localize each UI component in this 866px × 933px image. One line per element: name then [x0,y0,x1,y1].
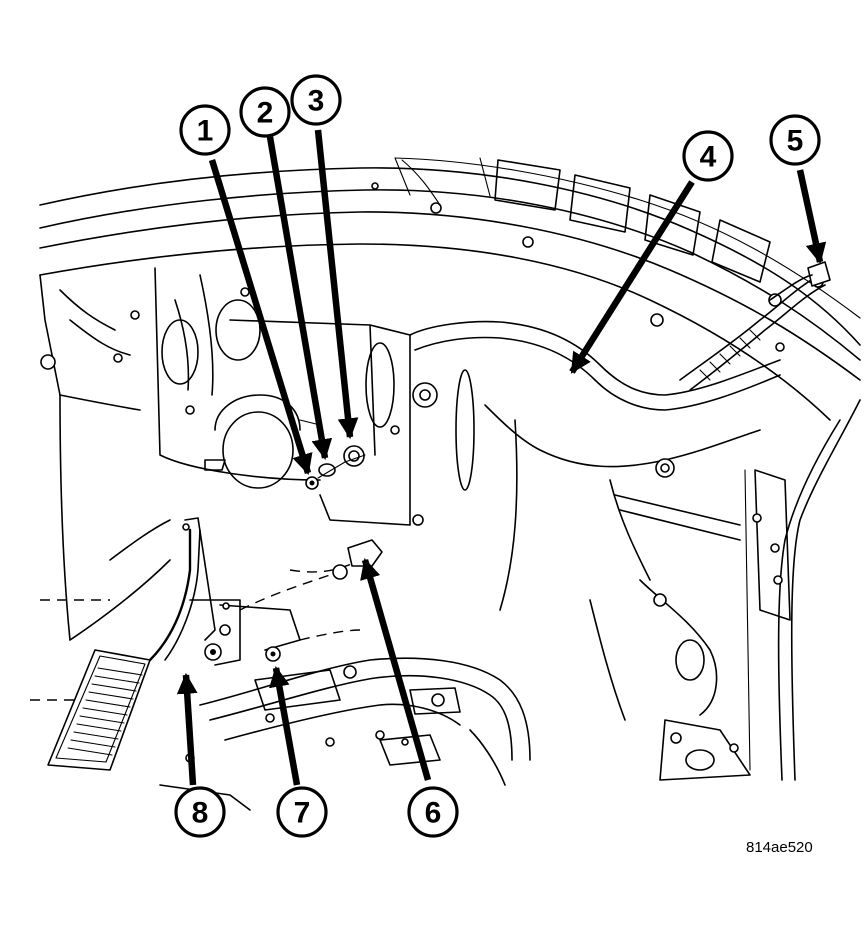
leader-arrow-1 [208,159,313,475]
center-mount-plate [229,319,475,526]
leader-arrow-7 [269,665,301,786]
callout-4: 4 [682,130,734,182]
callout-8-label: 8 [192,797,209,830]
a-pillar [744,399,861,781]
removed-component-outline [239,559,361,611]
leader-arrows [176,129,827,786]
callout-7: 7 [276,786,328,838]
accelerator-pedal [47,528,201,771]
firewall-contour [371,182,826,611]
callout-6-label: 6 [425,797,442,830]
callout-3-label: 3 [308,85,325,118]
cowl-panel [39,157,861,421]
callout-1: 1 [179,104,231,156]
leader-arrow-3 [314,129,359,440]
callout-4-label: 4 [700,141,717,174]
callout-2-label: 2 [257,97,274,130]
leader-arrow-2 [266,136,333,461]
callout-8: 8 [174,786,226,838]
leader-arrow-6 [360,558,432,781]
floor-tunnel [159,657,531,811]
leader-arrow-8 [176,672,198,786]
leader-arrow-4 [569,180,695,374]
leader-arrow-5 [796,169,827,265]
callout-6: 6 [407,786,459,838]
callout-2: 2 [239,86,291,138]
floor-right [589,579,751,781]
callout-5-label: 5 [787,125,804,158]
callout-5: 5 [769,114,821,166]
pedal-bracket [182,517,361,666]
connector-items [265,261,831,662]
callout-7-label: 7 [294,797,311,830]
callout-1-label: 1 [197,115,214,148]
dash-panel-left [39,267,321,489]
figure-reference-id: 814ae520 [746,839,813,856]
callout-3: 3 [290,74,342,126]
